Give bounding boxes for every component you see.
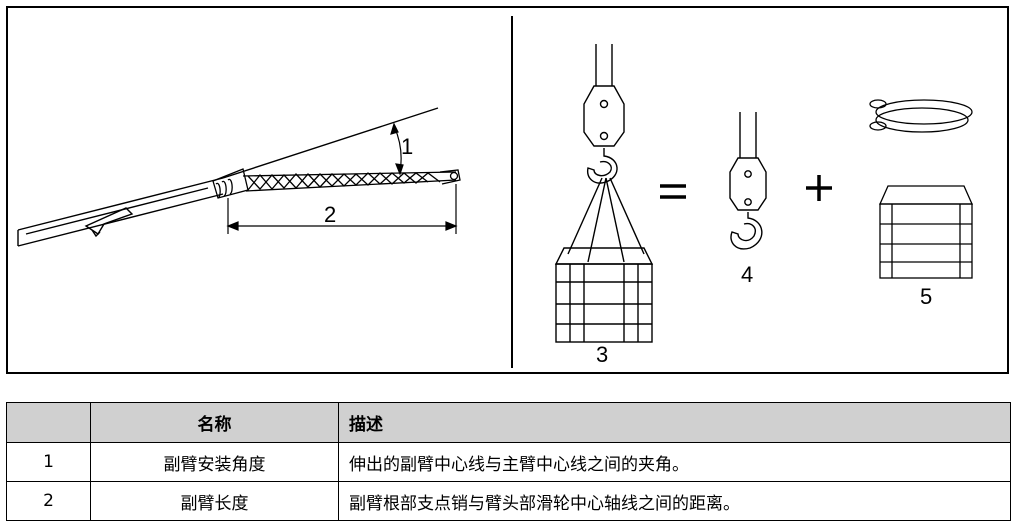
- table-row: 1 副臂安装角度 伸出的副臂中心线与主臂中心线之间的夹角。: [6, 442, 1011, 482]
- header-description: 描述: [338, 402, 1011, 443]
- jib-length-dimension: [226, 184, 458, 234]
- header-name: 名称: [90, 402, 339, 443]
- callout-5: 5: [920, 284, 933, 309]
- row-description: 副臂根部支点销与臂头部滑轮中心轴线之间的距离。: [338, 481, 1011, 521]
- row-name: 副臂安装角度: [90, 442, 339, 482]
- row-number: 1: [6, 442, 91, 482]
- callout-3: 3: [596, 342, 609, 367]
- hook-block-drawing: [729, 112, 767, 250]
- figure-illustration: [17, 44, 974, 343]
- row-number: 2: [6, 481, 91, 521]
- panel-divider: [511, 16, 513, 368]
- hook-with-load-drawing: [554, 44, 654, 343]
- figure-frame: 1 2 3 4 5: [6, 6, 1009, 374]
- callout-4: 4: [741, 262, 754, 287]
- rigging-and-load-drawing: [869, 99, 974, 279]
- spec-table: 名称 描述 1 副臂安装角度 伸出的副臂中心线与主臂中心线之间的夹角。 2 副臂…: [6, 402, 1011, 521]
- main-boom-drawing: [17, 107, 439, 247]
- header-number: [6, 402, 91, 443]
- jib-angle-dimension: [390, 122, 404, 176]
- callout-1: 1: [401, 134, 414, 159]
- equation-signs: [660, 175, 832, 201]
- row-name: 副臂长度: [90, 481, 339, 521]
- callout-2: 2: [324, 202, 337, 227]
- table-row: 2 副臂长度 副臂根部支点销与臂头部滑轮中心轴线之间的距离。: [6, 481, 1011, 521]
- table-header-row: 名称 描述: [6, 402, 1011, 443]
- row-description: 伸出的副臂中心线与主臂中心线之间的夹角。: [338, 442, 1011, 482]
- jib-lattice-drawing: [212, 168, 461, 199]
